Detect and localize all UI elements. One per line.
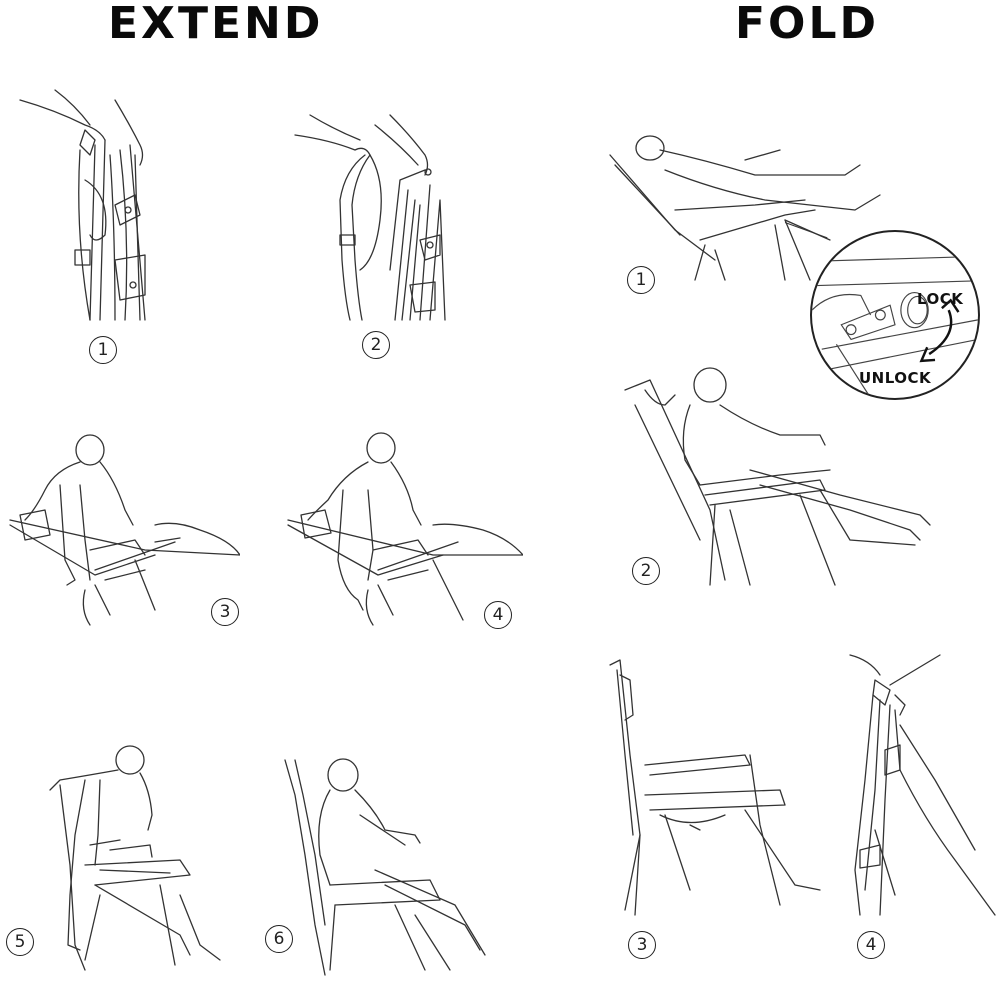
extend-step-1-illustration (15, 85, 155, 330)
extend-step-4-number: 4 (484, 601, 512, 629)
extend-step-1-number: 1 (89, 336, 117, 364)
fold-step-2-illustration (620, 360, 940, 590)
fold-step-4-illustration (845, 650, 1000, 920)
fold-step-3-number: 3 (628, 931, 656, 959)
extend-step-5-illustration (40, 745, 225, 980)
unlock-label: UNLOCK (859, 369, 932, 387)
fold-step-4-number: 4 (857, 931, 885, 959)
lock-detail-callout: LOCK UNLOCK (810, 230, 980, 400)
fold-step-1-illustration (605, 130, 890, 290)
extend-step-2-illustration (290, 110, 460, 330)
extend-step-2-number: 2 (362, 331, 390, 359)
extend-step-6-number: 6 (265, 925, 293, 953)
fold-heading: FOLD (735, 0, 880, 49)
extend-step-4-illustration (283, 430, 523, 630)
extend-step-3-illustration (5, 430, 240, 630)
extend-heading: EXTEND (108, 0, 324, 49)
fold-step-3-illustration (605, 655, 830, 920)
extend-step-6-illustration (275, 755, 510, 980)
lock-label: LOCK (917, 290, 964, 308)
extend-step-3-number: 3 (211, 598, 239, 626)
fold-step-2-number: 2 (632, 557, 660, 585)
extend-step-5-number: 5 (6, 928, 34, 956)
fold-step-1-number: 1 (627, 266, 655, 294)
